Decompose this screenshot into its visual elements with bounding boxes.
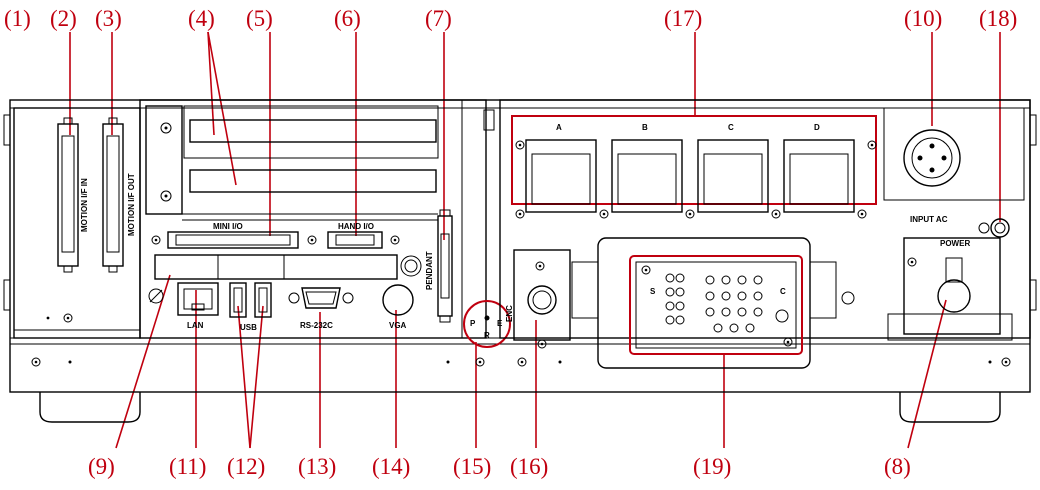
motion-if-panel <box>13 107 141 339</box>
callout-14: (14) <box>372 454 410 479</box>
leader-lines <box>69 31 1001 449</box>
lan-port[interactable]: LAN <box>177 282 219 330</box>
port-row <box>148 254 422 304</box>
callout-7: (7) <box>425 6 452 31</box>
pendant-connector[interactable]: PENDANT <box>425 209 453 323</box>
motor-power-connector[interactable]: S C <box>629 255 803 355</box>
mini-io-label: MINI I/O <box>213 222 243 231</box>
rs232c-port[interactable]: RS-232C <box>288 287 354 330</box>
callout-11: (11) <box>169 454 206 479</box>
power-label: POWER <box>940 239 970 248</box>
callout-4: (4) <box>188 6 215 31</box>
motor-connector-b[interactable]: B <box>599 123 683 219</box>
expansion-slot-2[interactable] <box>189 169 437 193</box>
pre-switch[interactable]: P E R <box>463 300 511 348</box>
callout-2: (2) <box>50 6 77 31</box>
callout-9: (9) <box>88 454 115 479</box>
callout-10: (10) <box>904 6 942 31</box>
callout-15: (15) <box>453 454 491 479</box>
motor-a-label: A <box>556 123 562 132</box>
callout-6: (6) <box>334 6 361 31</box>
motor-power-pins <box>665 273 789 333</box>
callout-3: (3) <box>95 6 122 31</box>
power-switch[interactable]: POWER <box>887 237 1013 341</box>
motor-power-s-label: S <box>650 287 656 296</box>
motor-connector-a[interactable]: A <box>515 123 597 219</box>
pre-label-r: R <box>484 331 490 340</box>
hand-io-connector[interactable]: HAND I/O <box>327 222 383 249</box>
motor-power-c-label: C <box>780 287 786 296</box>
right-section <box>499 99 1031 339</box>
motion-if-in-connector[interactable]: MOTION I/F IN <box>57 117 89 273</box>
callout-1: (1) <box>4 6 31 31</box>
callout-19: (19) <box>693 454 731 479</box>
usb-port-2[interactable] <box>254 282 272 318</box>
ground-terminal[interactable] <box>978 218 1010 238</box>
hand-io-label: HAND I/O <box>338 222 374 231</box>
callout-16: (16) <box>510 454 548 479</box>
lan-label: LAN <box>187 321 204 330</box>
motor-connector-c[interactable]: C <box>685 123 769 219</box>
callout-12: (12) <box>227 454 265 479</box>
callout-18: (18) <box>979 6 1017 31</box>
motor-b-label: B <box>642 123 648 132</box>
motion-if-in-label: MOTION I/F IN <box>80 178 89 232</box>
motor-connector-group <box>511 115 877 205</box>
expansion-slot-1[interactable] <box>189 119 437 143</box>
vga-port[interactable]: VGA <box>382 284 414 330</box>
motor-connector-d[interactable]: D <box>771 123 877 219</box>
usb-label: USB <box>240 323 257 332</box>
enc-label: ENC <box>505 305 514 322</box>
pendant-label: PENDANT <box>425 251 434 290</box>
motor-power-housing <box>571 237 855 369</box>
motor-c-label: C <box>728 123 734 132</box>
enc-connector[interactable]: ENC <box>505 249 571 349</box>
motion-if-out-connector[interactable]: MOTION I/F OUT <box>102 117 136 273</box>
callout-13: (13) <box>298 454 336 479</box>
motor-d-label: D <box>814 123 820 132</box>
callout-17: (17) <box>664 6 702 31</box>
motion-if-out-label: MOTION I/F OUT <box>127 173 136 236</box>
usb-port-1[interactable] <box>229 282 247 318</box>
input-ac-connector[interactable]: INPUT AC <box>903 129 961 224</box>
rs232c-label: RS-232C <box>300 321 333 330</box>
expansion-slot-area <box>139 99 487 339</box>
callout-5: (5) <box>246 6 273 31</box>
pre-label-p: P <box>470 319 476 328</box>
chassis <box>3 99 1037 423</box>
input-ac-label: INPUT AC <box>910 215 948 224</box>
vga-label: VGA <box>389 321 407 330</box>
callout-8: (8) <box>884 454 911 479</box>
mini-io-connector[interactable]: MINI I/O <box>167 222 299 249</box>
